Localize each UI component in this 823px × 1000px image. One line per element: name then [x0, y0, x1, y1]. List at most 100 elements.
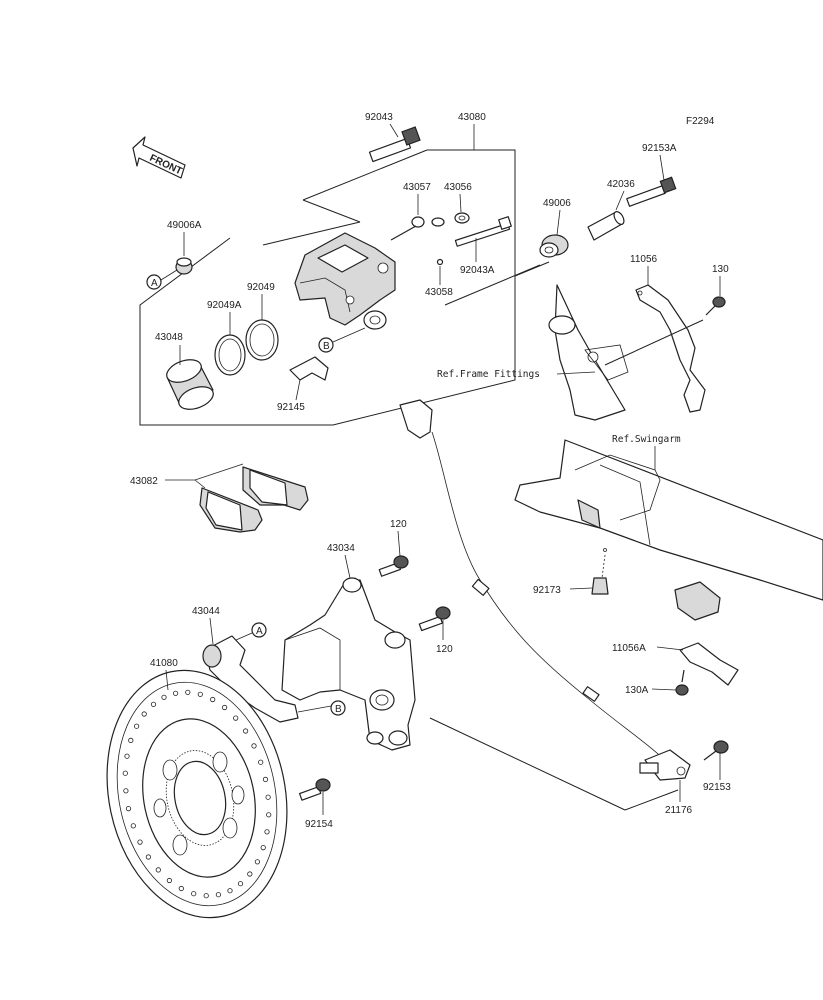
bolt-120-b — [418, 606, 451, 632]
part-label-11056: 11056 — [630, 254, 658, 265]
bolt-120-a — [378, 555, 409, 577]
disc-drill-hole — [123, 788, 129, 794]
part-label-43080: 43080 — [458, 112, 486, 123]
disc-drill-hole — [247, 871, 253, 877]
disc-drill-hole — [233, 715, 239, 721]
abs-sensor-cable — [399, 399, 671, 766]
callout-a-top-label: A — [151, 278, 158, 289]
sensor-21176 — [639, 749, 691, 781]
disc-drill-hole — [222, 704, 228, 711]
bolt-92153 — [703, 740, 729, 761]
part-label-120-a: 120 — [390, 519, 407, 530]
part-label-92173: 92173 — [533, 585, 561, 596]
callout-a-bottom-label: A — [256, 626, 263, 637]
brake-pads-43082 — [199, 466, 309, 533]
part-label-43056: 43056 — [444, 182, 472, 193]
disc-drill-hole — [141, 711, 147, 717]
disc-drill-hole — [254, 859, 260, 865]
frame-fittings — [548, 284, 629, 421]
callout-a-top — [146, 274, 162, 290]
bleeder-43056 — [454, 212, 470, 224]
caliper-assembly-box — [139, 149, 516, 426]
part-label-42036: 42036 — [607, 179, 635, 190]
callout-b-top-label: B — [323, 341, 330, 352]
disc-drill-hole — [161, 694, 167, 700]
part-label-43058: 43058 — [425, 287, 453, 298]
part-label-92049: 92049 — [247, 282, 275, 293]
callout-b-bottom-label: B — [335, 704, 342, 715]
disc-drill-hole — [265, 794, 271, 800]
part-label-92153A: 92153A — [642, 143, 677, 154]
part-label-43057: 43057 — [403, 182, 431, 193]
disc-drill-hole — [262, 776, 269, 783]
part-label-130A: 130A — [625, 685, 649, 696]
part-label-92153: 92153 — [703, 782, 731, 793]
part-label-21176: 21176 — [665, 805, 693, 816]
collar-42036 — [587, 211, 625, 241]
callout-b-top — [318, 337, 334, 353]
cap-49006A — [175, 257, 193, 275]
ref-swingarm: Ref.Swingarm — [612, 434, 681, 445]
caliper-bracket-43034 — [281, 577, 416, 751]
part-label-43034: 43034 — [327, 543, 355, 554]
part-label-92043: 92043 — [365, 112, 393, 123]
disc-drill-hole — [145, 854, 151, 860]
disc-drill-hole — [125, 805, 132, 812]
callout-b-bottom — [330, 700, 346, 716]
bolt-92154 — [298, 778, 331, 801]
disc-drill-hole — [243, 728, 249, 734]
disc-drill-hole — [178, 885, 184, 892]
seal-92049A — [214, 334, 246, 376]
disc-drill-hole — [258, 759, 264, 765]
disc-drill-holes — [122, 689, 272, 899]
disc-drill-hole — [266, 812, 272, 818]
bolt-92043 — [368, 123, 421, 163]
figure-code: F2294 — [686, 116, 715, 127]
disc-drill-hole — [150, 701, 157, 707]
caliper-body — [294, 232, 396, 330]
ball-43058 — [436, 258, 444, 266]
disc-drill-hole — [130, 823, 136, 829]
part-label-41080: 41080 — [150, 658, 178, 669]
disc-drill-hole — [122, 770, 128, 776]
bolt-130 — [705, 296, 726, 316]
disc-drill-hole — [173, 690, 179, 696]
grommet-92173 — [591, 548, 609, 595]
disc-drill-hole — [237, 881, 244, 887]
bracket-11056A — [674, 581, 739, 686]
part-label-49006: 49006 — [543, 198, 571, 209]
part-label-130: 130 — [712, 264, 729, 275]
disc-drill-hole — [137, 839, 143, 845]
pin-43057 — [390, 216, 445, 241]
bracket-11056 — [635, 284, 706, 413]
part-label-43082: 43082 — [130, 476, 158, 487]
disc-drill-hole — [191, 891, 197, 897]
disc-drill-hole — [134, 723, 140, 729]
part-label-43048: 43048 — [155, 332, 183, 343]
boot-49006 — [539, 234, 569, 258]
disc-drill-hole — [203, 893, 209, 899]
part-label-49006A: 49006A — [167, 220, 202, 231]
stopper-43044 — [202, 635, 299, 723]
piston-43048 — [166, 359, 214, 410]
part-label-92043A: 92043A — [460, 265, 495, 276]
clip-92145 — [289, 356, 329, 381]
disc-drill-hole — [128, 737, 134, 744]
callout-a-bottom — [251, 622, 267, 638]
bolt-130A — [675, 669, 689, 696]
part-label-120-b: 120 — [436, 644, 453, 655]
bolt-92153A — [626, 176, 677, 207]
brake-disc-41080 — [106, 669, 288, 919]
disc-drill-hole — [124, 753, 130, 759]
disc-drill-hole — [210, 696, 216, 703]
part-label-92154: 92154 — [305, 819, 333, 830]
disc-drill-hole — [260, 844, 266, 851]
disc-drill-hole — [264, 829, 270, 835]
disc-drill-hole — [215, 892, 221, 898]
disc-drill-hole — [166, 877, 172, 884]
part-label-92145: 92145 — [277, 402, 305, 413]
part-label-92049A: 92049A — [207, 300, 242, 311]
disc-drill-hole — [155, 867, 161, 873]
disc-drill-hole — [227, 888, 233, 894]
front-arrow-icon: FRONT — [132, 136, 186, 179]
